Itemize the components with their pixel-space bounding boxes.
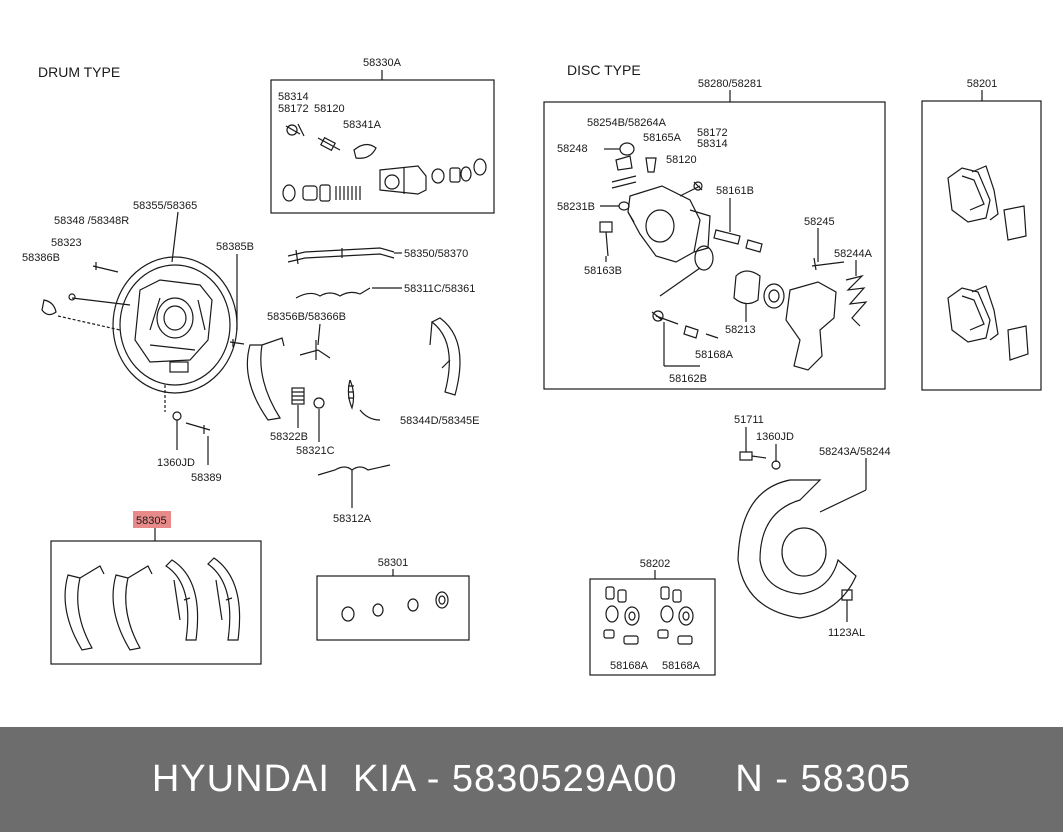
label-58389: 58389 (191, 472, 222, 484)
label-58202: 58202 (640, 558, 671, 570)
disc-type-title: DISC TYPE (567, 62, 641, 78)
label-58280: 58280/58281 (698, 78, 762, 90)
label-58312A: 58312A (333, 513, 372, 525)
label-58301: 58301 (378, 557, 409, 569)
label-58344D: 58344D/58345E (400, 415, 480, 427)
backing-plate-group: 58355/58365 58348 /58348R 58323 58386B 5… (22, 200, 254, 484)
label-58213: 58213 (725, 324, 756, 336)
dust-shield-group: 51711 1360JD 58243A/58244 1123AL (734, 414, 891, 639)
label-58172-disc: 58172 (697, 127, 728, 139)
label-58385B: 58385B (216, 241, 254, 253)
label-58305: 58305 (136, 515, 167, 527)
label-58172: 58172 (278, 103, 309, 115)
label-58350: 58350/58370 (404, 248, 468, 260)
adjuster-springs-group: 58350/58370 58311C/58361 58356B/58366B 5… (246, 247, 480, 525)
shoe-kit-58305-group: 58305 (50, 511, 262, 665)
label-58355: 58355/58365 (133, 200, 197, 212)
label-1360JD-disc: 1360JD (756, 431, 794, 443)
label-1123AL: 1123AL (828, 627, 865, 639)
pad-set-58201-group: 58201 (921, 78, 1042, 391)
brake-parts-diagram: DRUM TYPE DISC TYPE 58330A 58314 58172 5… (22, 57, 1042, 676)
wheel-cylinder-group: 58330A 58314 58172 58120 58341A (270, 57, 495, 214)
label-58348: 58348 /58348R (54, 215, 129, 227)
label-58322B: 58322B (270, 431, 308, 443)
label-58201: 58201 (967, 78, 998, 90)
label-58341A: 58341A (343, 119, 382, 131)
kit-58301-group: 58301 (316, 557, 470, 641)
label-58120: 58120 (314, 103, 345, 115)
label-51711: 51711 (734, 414, 764, 426)
label-58330A: 58330A (363, 57, 402, 69)
label-58168A: 58168A (695, 349, 734, 361)
label-58243A: 58243A/58244 (819, 446, 891, 458)
drum-type-title: DRUM TYPE (38, 64, 120, 80)
kit-58202-group: 58202 58168A 58168A (589, 558, 716, 676)
label-58168A-b: 58168A (662, 660, 701, 672)
label-58254B: 58254B/58264A (587, 117, 667, 129)
label-58165A: 58165A (643, 132, 682, 144)
label-58248: 58248 (557, 143, 588, 155)
label-58231B: 58231B (557, 201, 595, 213)
label-58314: 58314 (278, 91, 309, 103)
label-58168A-a: 58168A (610, 660, 649, 672)
label-58356B: 58356B/58366B (267, 311, 346, 323)
label-58163B: 58163B (584, 265, 622, 277)
highlight-58305 (133, 511, 171, 528)
label-58161B: 58161B (716, 185, 754, 197)
label-58311C: 58311C/58361 (404, 283, 475, 295)
caliper-group: 58280/58281 58254B/58264A 58165A 58248 5… (543, 78, 886, 390)
label-58245: 58245 (804, 216, 835, 228)
label-58386B: 58386B (22, 252, 60, 264)
label-58321C: 58321C (296, 445, 335, 457)
footer-part-number-text: HYUNDAI KIA - 5830529A00 N - 58305 (151, 758, 912, 800)
label-58162B: 58162B (669, 373, 707, 385)
label-1360JD-drum: 1360JD (157, 457, 195, 469)
label-58244A: 58244A (834, 248, 873, 260)
label-58314-disc: 58314 (697, 138, 728, 150)
part-number-footer: HYUNDAI KIA - 5830529A00 N - 58305 (0, 727, 1063, 832)
label-58323: 58323 (51, 237, 82, 249)
label-58120-disc: 58120 (666, 154, 697, 166)
